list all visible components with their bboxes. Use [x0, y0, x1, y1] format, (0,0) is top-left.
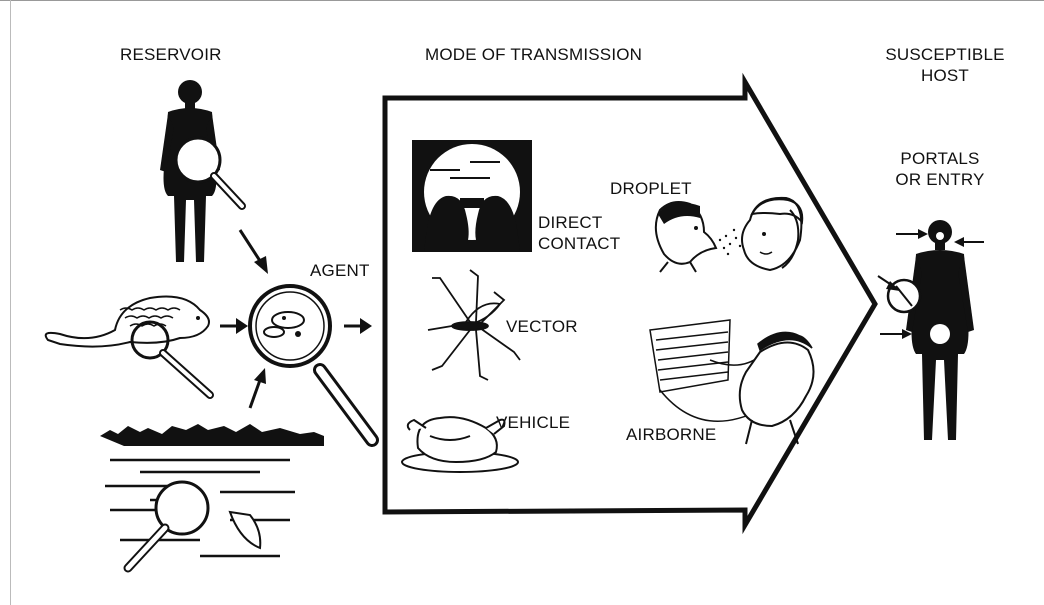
droplet-label: DROPLET: [610, 179, 692, 198]
arrow-swamp-to-agent: [248, 368, 266, 409]
direct-contact-label: DIRECT CONTACT: [538, 212, 620, 254]
direct-contact-line2: CONTACT: [538, 234, 621, 253]
kissing-couple-icon: [412, 140, 532, 252]
susceptible-host-line2: HOST: [920, 66, 970, 85]
vehicle-label: VEHICLE: [496, 413, 571, 432]
arrow-agent-to-transmission: [344, 318, 372, 334]
sneezing-man-icon: [654, 201, 718, 273]
direct-contact-line1: DIRECT: [538, 213, 603, 232]
airborne-label: AIRBORNE: [626, 425, 717, 444]
vector-label: VECTOR: [506, 317, 578, 336]
mosquito-icon: [427, 269, 521, 381]
rat-icon: [44, 295, 214, 399]
portals-of-entry-label: PORTALS OR ENTRY: [885, 148, 995, 190]
swamp-icon: [100, 424, 324, 573]
airborne-man-icon: [649, 319, 815, 445]
portals-line1: PORTALS: [900, 149, 980, 168]
portals-line2: OR ENTRY: [895, 170, 985, 189]
human-reservoir-icon: [160, 80, 246, 262]
arrow-reservoir-to-agent: [238, 229, 268, 274]
susceptible-host-heading: SUSCEPTIBLE HOST: [870, 44, 1020, 86]
magnifier-icon: [248, 284, 379, 447]
roast-chicken-icon: [401, 416, 519, 473]
reservoir-heading: RESERVOIR: [120, 45, 222, 64]
host-figure-icon: [877, 220, 984, 440]
arrow-rat-to-agent: [220, 318, 248, 334]
woman-face-icon: [741, 196, 804, 272]
susceptible-host-line1: SUSCEPTIBLE: [885, 45, 1005, 64]
agent-label: AGENT: [310, 261, 370, 280]
mode-of-transmission-heading: MODE OF TRANSMISSION: [425, 45, 643, 64]
